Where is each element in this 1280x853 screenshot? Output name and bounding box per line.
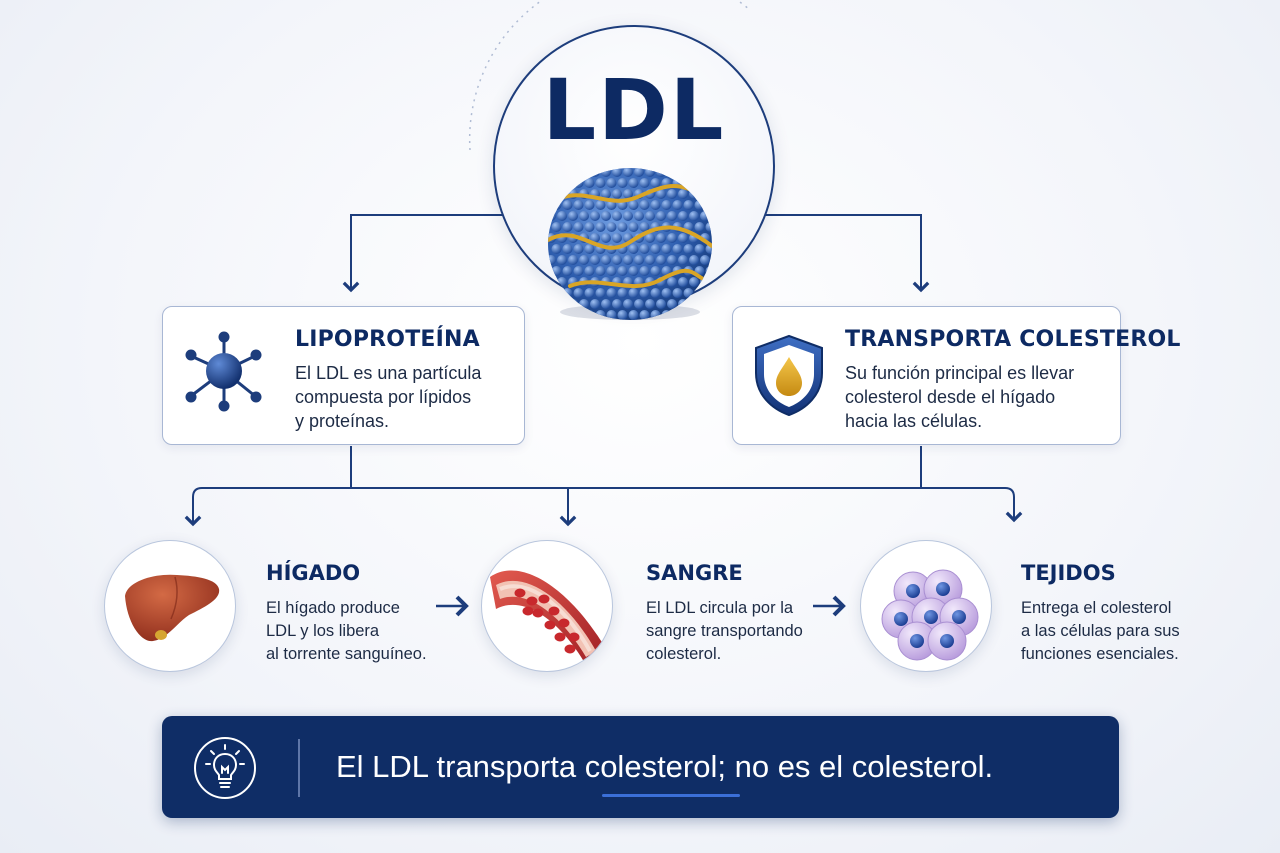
tissue-title: TEJIDOS — [1021, 561, 1116, 585]
banner-underline — [602, 794, 740, 797]
transport-title: TRANSPORTA COLESTEROL — [845, 327, 1181, 352]
ldl-particle-icon — [548, 168, 712, 320]
blood-vessel-icon — [490, 570, 606, 665]
tissue-description: Entrega el colesterol a las células para… — [1021, 599, 1180, 663]
blood-title: SANGRE — [646, 561, 743, 585]
liver-icon — [125, 574, 220, 642]
page-title: LDL — [542, 61, 726, 159]
molecule-icon — [185, 331, 262, 412]
tissue-circle — [860, 540, 992, 672]
transport-description: Su función principal es llevar colestero… — [845, 363, 1075, 431]
key-message-text: El LDL transporta colesterol; no es el c… — [336, 749, 994, 784]
key-message-banner — [162, 716, 1119, 818]
lipoprotein-description: El LDL es una partícula compuesta por lí… — [295, 363, 482, 431]
shield-drop-icon — [755, 334, 823, 417]
banner-divider — [298, 739, 300, 797]
lightbulb-icon — [205, 744, 245, 788]
liver-description: El hígado produce LDL y los libera al to… — [266, 599, 427, 663]
lipoprotein-title: LIPOPROTEÍNA — [295, 327, 480, 352]
cells-icon — [881, 569, 979, 661]
liver-title: HÍGADO — [266, 561, 361, 585]
blood-circle — [481, 540, 613, 672]
liver-circle — [104, 540, 236, 672]
blood-description: El LDL circula por la sangre transportan… — [646, 599, 803, 663]
lightbulb-circle — [194, 737, 256, 799]
